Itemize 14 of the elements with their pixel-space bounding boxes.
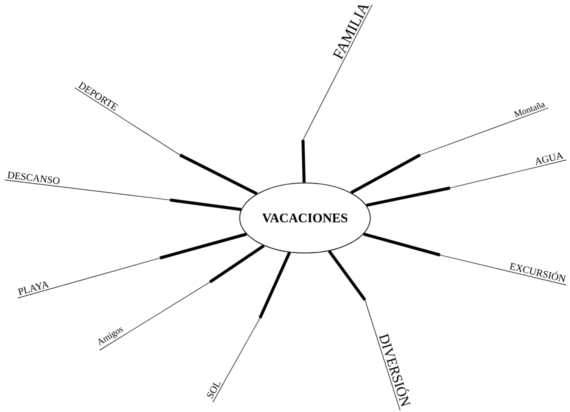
branch-line — [170, 198, 242, 211]
branch-word: DESCANSO — [4, 171, 170, 200]
branch-line — [350, 154, 421, 194]
branch-word: Montaña — [420, 102, 549, 156]
branch-line — [328, 250, 366, 301]
branch-line — [366, 186, 450, 207]
branch-line — [160, 232, 247, 260]
branch-line — [179, 154, 258, 196]
branch-line — [302, 140, 306, 183]
branch-line — [363, 232, 440, 256]
branch-word: PLAYA — [17, 258, 160, 298]
branch-line — [258, 252, 291, 319]
branch-line — [209, 244, 265, 284]
branch-word: AGUA — [450, 152, 567, 188]
